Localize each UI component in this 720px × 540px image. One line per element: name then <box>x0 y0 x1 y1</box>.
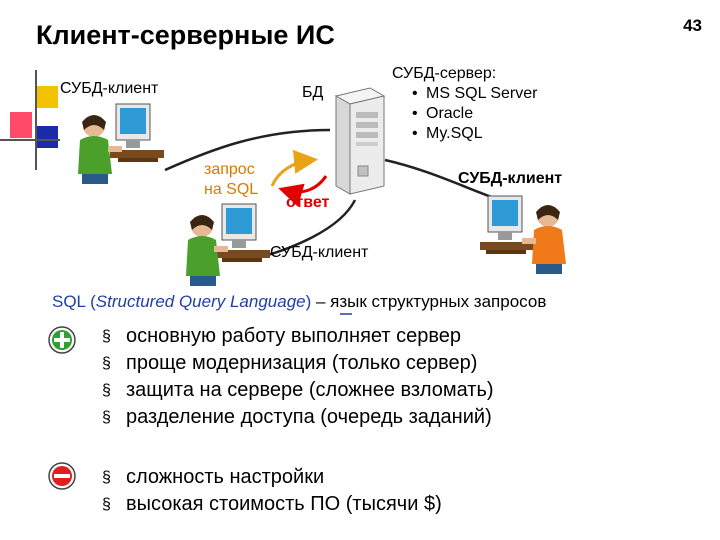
server-list-item: Oracle <box>412 104 537 124</box>
client-workstation-icon <box>186 203 270 286</box>
request-label-line2: на SQL <box>204 181 259 198</box>
client-workstation-icon <box>480 195 566 274</box>
connection-lines <box>164 128 501 262</box>
sql-description: – язык структурных запросов <box>311 292 547 311</box>
server-box: СУБД-сервер: MS SQL Server Oracle My.SQL <box>392 64 537 144</box>
sql-close-paren: ) <box>305 292 312 311</box>
client-label-3: СУБД-клиент <box>270 244 369 261</box>
pros-item: основную работу выполняет сервер <box>102 323 494 350</box>
client-label-1: СУБД-клиент <box>60 80 159 97</box>
minus-icon <box>48 462 76 490</box>
pros-item: проще модернизация (только сервер) <box>102 350 494 377</box>
plus-icon <box>48 326 76 354</box>
sql-open-paren: ( <box>90 292 96 311</box>
cons-item: сложность настройки <box>102 464 442 491</box>
client-workstation-icon <box>78 103 164 184</box>
page-number: 43 <box>683 16 702 35</box>
client-label-2: СУБД-клиент <box>458 170 563 187</box>
pros-list: основную работу выполняет сервер проще м… <box>102 323 494 431</box>
sql-underline-decoration <box>340 313 352 315</box>
sql-abbr: SQL <box>52 292 86 311</box>
cons-item: высокая стоимость ПО (тысячи $) <box>102 491 442 518</box>
server-list-item: My.SQL <box>412 124 537 144</box>
request-label-line1: запрос <box>204 161 255 178</box>
sql-expansion: Structured Query Language <box>95 292 306 311</box>
page-title: Клиент-серверные ИС <box>36 20 335 50</box>
corner-decoration <box>0 70 60 170</box>
database-server-icon <box>334 87 386 195</box>
db-label: БД <box>302 84 324 101</box>
server-title: СУБД-сервер: <box>392 65 497 82</box>
sql-definition: SQL (Structured Query Language) – язык с… <box>52 292 546 312</box>
pros-item: разделение доступа (очередь заданий) <box>102 404 494 431</box>
cons-list: сложность настройки высокая стоимость ПО… <box>102 464 442 518</box>
server-list-item: MS SQL Server <box>412 84 537 104</box>
server-list: MS SQL Server Oracle My.SQL <box>392 84 537 144</box>
pros-item: защита на сервере (сложнее взломать) <box>102 377 494 404</box>
request-label: запрос на SQL <box>204 160 258 200</box>
